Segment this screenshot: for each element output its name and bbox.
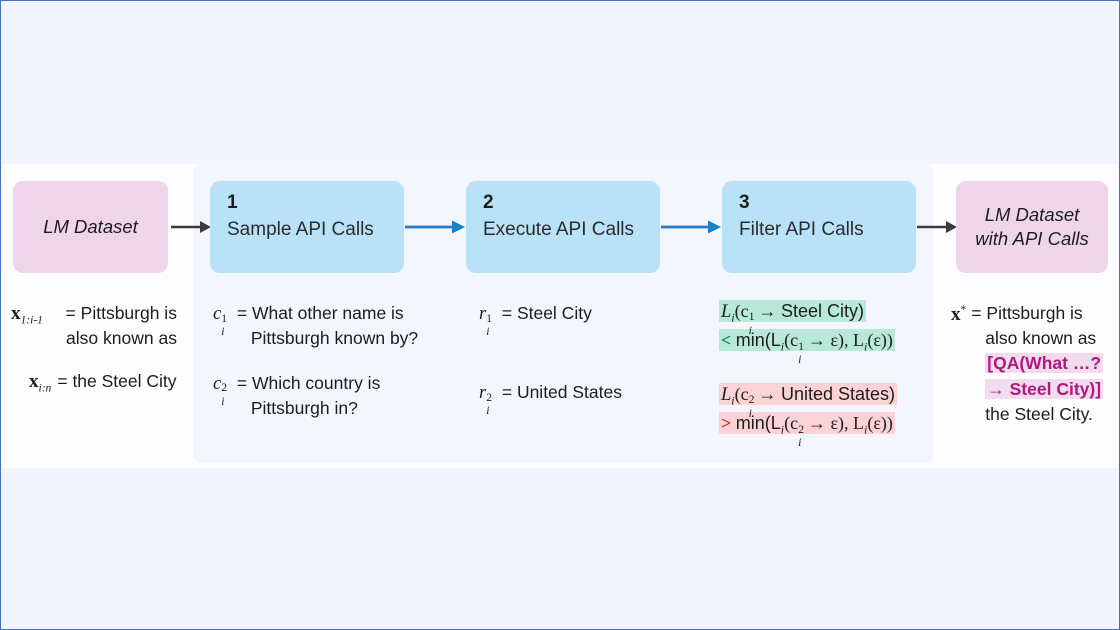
input-entry-0-line2: also known as: [66, 327, 177, 348]
input-entry-1-subscript: i:n: [38, 382, 52, 395]
output-dataset-label: LM Dataset with API Calls: [956, 203, 1108, 252]
output-line3: [QA(What …?: [971, 351, 1104, 376]
node-step1[interactable]: 1 Sample API Calls: [210, 181, 404, 273]
step3-number: 3: [739, 192, 750, 213]
arrow-input-to-step1: [171, 221, 211, 233]
step2-entry-1-value: = United States: [496, 380, 622, 405]
input-entry-1: xi:n = the Steel City: [11, 369, 186, 397]
step1-entry-1-value: = Which country is Pittsburgh in?: [231, 371, 380, 421]
input-entry-0: x1:i-1 = Pittsburgh is also known as: [11, 301, 186, 351]
arrow-step3-to-output: [917, 221, 957, 233]
input-entry-0-variable: x1:i-1: [11, 303, 43, 327]
output-line5: the Steel City.: [985, 403, 1093, 424]
output-variable-superscript: *: [960, 304, 967, 317]
filter-entry-1-operator: >: [721, 413, 732, 434]
step1-entry-0-line1: What other name is: [251, 303, 404, 323]
node-step2[interactable]: 2 Execute API Calls: [466, 181, 660, 273]
filter-entry-0-operator: <: [721, 330, 732, 351]
input-entry-1-variable: xi:n: [29, 370, 52, 395]
filter-entry-1-arrow-icon: →: [758, 383, 777, 404]
input-dataset-label: LM Dataset: [43, 215, 138, 237]
arrow-step2-to-step3: [661, 220, 721, 234]
input-entry-0-eq: =: [65, 303, 76, 323]
output-api-call-open: [QA(What …?: [985, 353, 1104, 374]
output-variable: x*: [951, 304, 967, 325]
step1-title: Sample API Calls: [227, 219, 374, 240]
output-line2: also known as: [985, 328, 1097, 349]
input-entry-1-value: = the Steel City: [51, 369, 176, 394]
step1-entry-0-line2: Pittsburgh known by?: [250, 327, 419, 348]
step3-title: Filter API Calls: [739, 219, 864, 240]
input-column-text: x1:i-1 = Pittsburgh is also known as xi:…: [11, 301, 186, 397]
step1-entry-1-line2: Pittsburgh in?: [250, 397, 358, 418]
output-dataset-label-line2: with API Calls: [975, 228, 1089, 249]
node-input-dataset[interactable]: LM Dataset: [13, 181, 168, 273]
step2-entry-0-line1: Steel City: [516, 303, 592, 323]
output-line1-row: = Pittsburgh is: [971, 301, 1103, 326]
step2-entry-1-line1: United States: [516, 382, 622, 403]
arrow-step1-to-step2: [405, 220, 465, 234]
step2-entry-0-eq: =: [501, 303, 513, 323]
output-eq: =: [971, 303, 982, 323]
node-step3[interactable]: 3 Filter API Calls: [722, 181, 916, 273]
input-entry-1-eq: =: [57, 370, 68, 391]
input-entry-0-value: = Pittsburgh is also known as: [43, 301, 177, 351]
step1-entry-0-eq: =: [236, 303, 248, 323]
output-value: = Pittsburgh is also known as [QA(What ……: [966, 301, 1104, 427]
output-dataset-label-line1: LM Dataset: [984, 203, 1080, 225]
output-api-call-close: → Steel City)]: [985, 378, 1104, 399]
output-line1: Pittsburgh is: [986, 303, 1083, 323]
input-entry-0-subscript: 1:i-1: [20, 314, 43, 327]
step1-entry-1-line1: Which country is: [251, 372, 381, 393]
step2-entry-1-eq: =: [501, 382, 513, 403]
step2-title: Execute API Calls: [483, 219, 635, 240]
filter-entry-0-arrow-icon: →: [758, 301, 777, 321]
step2-entry-0-value: = Steel City: [496, 301, 592, 326]
step2-number: 2: [483, 192, 494, 213]
output-column-text: x* = Pittsburgh is also known as [QA(Wha…: [951, 301, 1116, 427]
step1-entry-1-eq: =: [236, 372, 248, 393]
step1-number: 1: [227, 192, 238, 213]
input-entry-1-line1: the Steel City: [72, 370, 177, 391]
input-entry-0-line1: Pittsburgh is: [80, 303, 177, 323]
node-output-dataset[interactable]: LM Dataset with API Calls: [956, 181, 1108, 273]
output-line4: → Steel City)]: [971, 377, 1104, 402]
step1-entry-0-value: = What other name is Pittsburgh known by…: [231, 301, 418, 351]
output-entry: x* = Pittsburgh is also known as [QA(Wha…: [951, 301, 1116, 427]
